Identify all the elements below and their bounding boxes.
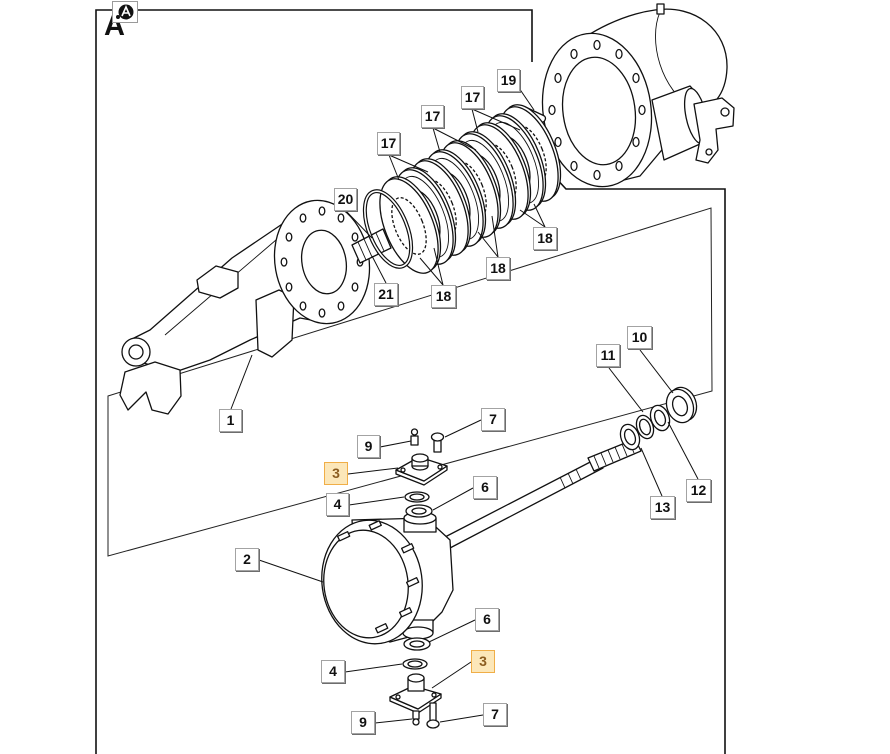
leader-line	[379, 440, 412, 448]
leader-line	[471, 108, 521, 131]
leader-line	[344, 663, 403, 673]
callout-6-bottom[interactable]: 6	[475, 608, 499, 631]
leader-line	[258, 559, 324, 583]
part-ring-12	[649, 404, 671, 432]
part-axle-housing	[119, 199, 371, 415]
callout-4-top[interactable]: 4	[326, 493, 349, 516]
leader-line	[444, 419, 482, 438]
part-kingpin-cap-top	[395, 453, 448, 486]
callout-20[interactable]: 20	[334, 188, 357, 211]
frame-line	[540, 161, 726, 754]
leader-line	[533, 203, 546, 228]
leader-line	[433, 247, 444, 286]
callout-9-top[interactable]: 9	[357, 435, 380, 458]
callout-7-bottom[interactable]: 7	[483, 703, 507, 726]
callout-12[interactable]: 12	[686, 479, 711, 502]
callout-3-bottom[interactable]: 3	[471, 650, 495, 673]
leader-lines	[230, 87, 699, 724]
leader-line	[345, 210, 373, 239]
part-spacer-11	[635, 414, 655, 440]
callout-2[interactable]: 2	[235, 548, 259, 571]
leader-line	[388, 154, 429, 173]
frame-line	[95, 9, 533, 754]
leader-line	[432, 127, 477, 151]
callout-18-middle[interactable]: 18	[486, 257, 510, 280]
leader-line	[608, 367, 644, 413]
callout-18-right[interactable]: 18	[533, 227, 557, 250]
callout-9-bottom[interactable]: 9	[351, 711, 375, 734]
leader-line	[347, 467, 399, 475]
leader-line	[348, 496, 405, 506]
callout-17-middle[interactable]: 17	[421, 105, 444, 128]
callout-19[interactable]: 19	[497, 69, 520, 92]
part-bolt-bottom	[426, 702, 440, 729]
leader-line	[374, 718, 413, 724]
part-bearing-6-top	[405, 504, 433, 518]
callout-18-left[interactable]: 18	[431, 285, 456, 308]
leader-line	[371, 255, 387, 284]
callout-1[interactable]: 1	[219, 409, 242, 432]
leader-line	[477, 231, 499, 258]
callout-17-top[interactable]: 17	[461, 86, 484, 109]
callout-13[interactable]: 13	[650, 496, 675, 519]
part-grease-nipple-bottom	[412, 710, 420, 726]
leader-line	[230, 354, 253, 410]
leader-line	[432, 127, 441, 153]
callout-6-top[interactable]: 6	[473, 476, 497, 499]
leader-line	[639, 349, 674, 394]
callout-17-left[interactable]: 17	[377, 132, 400, 155]
leader-line	[519, 209, 546, 228]
part-bearing-6-bottom	[403, 637, 431, 651]
leader-line	[471, 108, 479, 133]
section-icon[interactable]	[112, 1, 138, 23]
callout-7-top[interactable]: 7	[481, 408, 505, 431]
part-shim-4-top	[404, 491, 430, 503]
leader-line	[432, 487, 474, 511]
leader-line	[439, 714, 484, 723]
assembly-outline	[107, 207, 713, 557]
callout-4-bottom[interactable]: 4	[321, 660, 345, 683]
callout-11[interactable]: 11	[596, 344, 620, 367]
callout-3-top[interactable]: 3	[324, 462, 348, 485]
callout-21[interactable]: 21	[374, 283, 398, 306]
leader-line	[491, 215, 499, 258]
leader-line	[428, 619, 476, 643]
part-grease-nipple-top	[410, 428, 419, 446]
leader-line	[431, 661, 472, 689]
leader-line	[667, 421, 699, 480]
part-brake-disc-stack	[379, 104, 562, 274]
leader-line	[419, 257, 444, 286]
leader-line	[388, 154, 400, 181]
leader-line	[640, 447, 663, 497]
part-hub	[321, 511, 454, 645]
callout-10[interactable]: 10	[627, 326, 652, 349]
part-bolt-top	[430, 432, 445, 453]
part-bearing-10	[665, 386, 698, 424]
leader-line	[518, 87, 535, 111]
part-seal-13	[619, 423, 641, 451]
part-shim-4-bottom	[402, 658, 428, 670]
part-differential-housing	[541, 3, 735, 188]
